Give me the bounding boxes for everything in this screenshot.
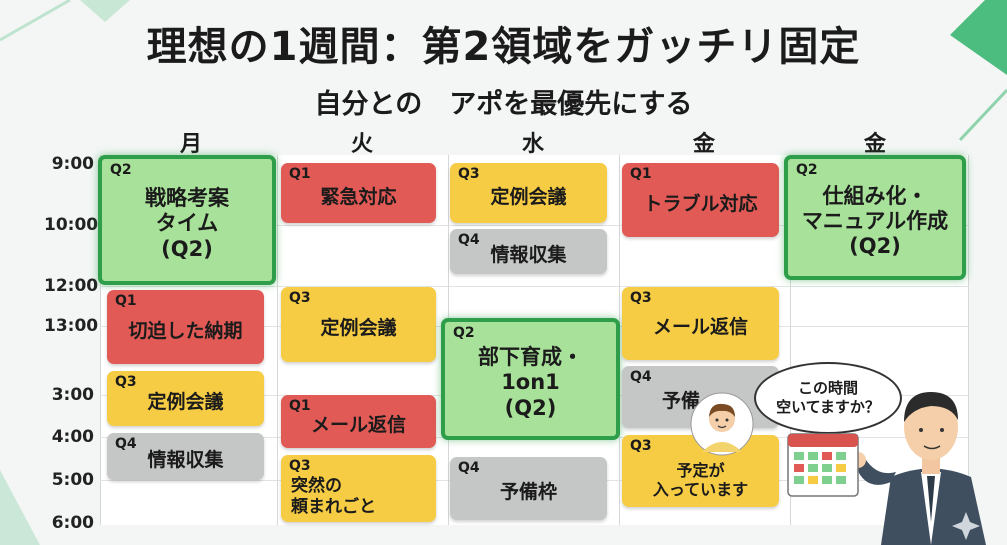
quadrant-label: Q1 [115, 293, 137, 309]
schedule-block-q3[interactable]: Q3 定例会議 [107, 371, 264, 426]
schedule-block-q3[interactable]: Q3 メール返信 [622, 287, 779, 360]
block-title: 部下育成・ 1on1 (Q2) [478, 345, 583, 420]
block-title: 定例会議 [320, 317, 397, 340]
quadrant-label: Q3 [289, 458, 311, 474]
corner-decoration-right [950, 0, 1007, 142]
time-label: 10:00 [44, 215, 99, 235]
block-title: 仕組み化・ マニュアル作成 (Q2) [801, 183, 949, 259]
businessman-illustration-icon [787, 392, 986, 545]
block-title: 情報収集 [147, 449, 224, 472]
quadrant-label: Q3 [115, 374, 137, 390]
quadrant-label: Q1 [289, 166, 311, 182]
day-header-fri: 金 [863, 132, 886, 157]
day-header-tue: 火 [350, 132, 373, 157]
quadrant-label: Q3 [630, 438, 652, 454]
grid-row-line [100, 225, 968, 226]
time-label: 13:00 [44, 316, 99, 336]
schedule-block-q2[interactable]: Q2 戦略考案 タイム (Q2) [98, 155, 276, 285]
quadrant-label: Q2 [453, 325, 475, 341]
block-title: メール返信 [652, 316, 748, 339]
quadrant-label: Q3 [289, 290, 311, 306]
block-title: 情報収集 [490, 244, 567, 267]
quadrant-label: Q2 [110, 162, 132, 178]
day-header-mon: 月 [179, 132, 202, 157]
block-title: 定例会議 [147, 391, 224, 414]
quadrant-label: Q1 [630, 166, 652, 182]
schedule-block-q4[interactable]: Q4 予備枠 [450, 457, 607, 520]
colleague-avatar-icon [690, 392, 754, 456]
quadrant-label: Q2 [796, 162, 818, 178]
schedule-block-q3[interactable]: Q3 予定が 入っています [622, 435, 779, 507]
schedule-block-q2[interactable]: Q2 部下育成・ 1on1 (Q2) [441, 318, 620, 440]
quadrant-label: Q4 [458, 232, 480, 248]
block-title: 戦略考案 タイム (Q2) [145, 186, 229, 261]
grid-column-line [277, 155, 278, 525]
block-title: トラブル対応 [643, 192, 758, 215]
quadrant-label: Q4 [458, 460, 480, 476]
page-title: 理想の1週間：第2領域をガッチリ固定 [146, 24, 861, 70]
schedule-block-q1[interactable]: Q1 メール返信 [281, 395, 436, 448]
quadrant-label: Q4 [115, 436, 137, 452]
time-label: 5:00 [51, 470, 94, 490]
block-title: 予備 [662, 389, 701, 412]
block-title: 予備枠 [499, 481, 557, 504]
time-label: 9:00 [51, 154, 94, 174]
grid-column-line [968, 155, 969, 525]
schedule-block-q3[interactable]: Q3 定例会議 [450, 163, 607, 223]
speech-bubble: この時間 空いてますか？ [754, 362, 902, 434]
schedule-block-q4[interactable]: Q4 情報収集 [450, 229, 607, 274]
block-title: 予定が 入っています [652, 460, 749, 499]
page-subtitle: 自分との アポを最優先にする [314, 89, 693, 120]
schedule-block-q3[interactable]: Q3 定例会議 [281, 287, 436, 362]
day-header-thu: 金 [692, 132, 715, 157]
schedule-block-q1[interactable]: Q1 切迫した納期 [107, 290, 264, 364]
schedule-block-q4[interactable]: Q4 情報収集 [107, 433, 264, 480]
time-label: 4:00 [51, 427, 94, 447]
time-label: 12:00 [44, 276, 99, 296]
quadrant-label: Q4 [630, 369, 652, 385]
block-title: メール返信 [310, 414, 406, 437]
quadrant-label: Q3 [630, 290, 652, 306]
day-header-wed: 水 [521, 132, 544, 157]
block-title: 切迫した納期 [128, 319, 243, 342]
grid-row-line [100, 286, 968, 287]
grid-column-line [790, 155, 791, 525]
quadrant-label: Q3 [458, 166, 480, 182]
schedule-block-q3[interactable]: Q3 突然の 頼まれごと [281, 455, 436, 522]
schedule-block-q1[interactable]: Q1 トラブル対応 [622, 163, 779, 237]
quadrant-label: Q1 [289, 398, 311, 414]
schedule-block-q2[interactable]: Q2 仕組み化・ マニュアル作成 (Q2) [784, 155, 966, 280]
block-title: 緊急対応 [320, 185, 397, 208]
time-label: 6:00 [51, 513, 94, 533]
block-title: 突然の 頼まれごと [291, 476, 376, 517]
time-label: 3:00 [51, 385, 94, 405]
corner-decoration-bottom-left [0, 470, 40, 545]
block-title: 定例会議 [490, 185, 567, 208]
corner-decoration-left [0, 0, 130, 42]
schedule-block-q1[interactable]: Q1 緊急対応 [281, 163, 436, 223]
